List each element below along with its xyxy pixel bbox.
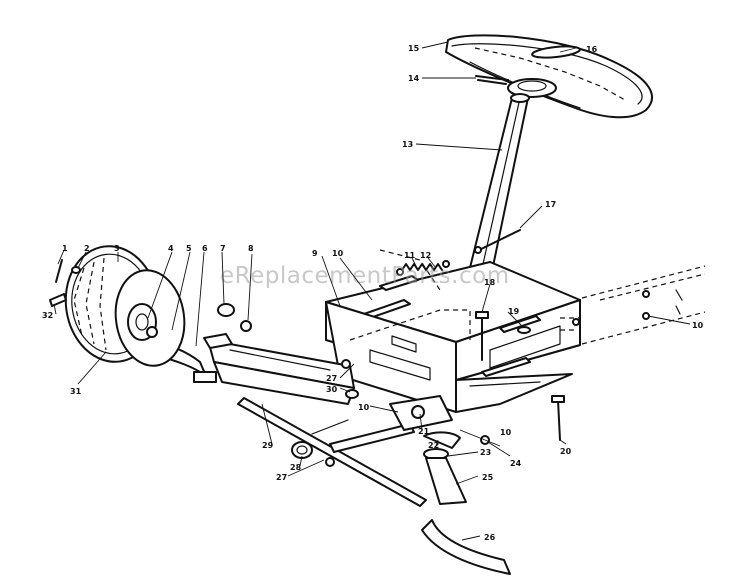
leader-lines (53, 41, 691, 541)
callout-19: 19 (508, 307, 520, 316)
bolt (475, 311, 531, 361)
callout-32: 32 (42, 311, 53, 320)
callout-labels: 15 16 14 13 17 9 10 11 12 18 19 10 20 1 … (42, 44, 704, 542)
callout-27-a: 27 (326, 374, 337, 383)
axle-hardware (49, 259, 81, 307)
pivot-arm (389, 395, 461, 449)
callout-13: 13 (402, 140, 413, 149)
mower-frame (560, 265, 706, 345)
washer (217, 303, 235, 317)
callout-15: 15 (408, 44, 420, 53)
callout-30: 30 (326, 385, 338, 394)
spring (396, 260, 450, 276)
callout-17: 17 (545, 200, 556, 209)
spindle-arm (421, 519, 511, 575)
callout-20: 20 (560, 447, 572, 456)
watermark-text: eReplacementParts.com (220, 263, 510, 289)
drag-link (237, 397, 427, 507)
callout-22: 22 (428, 441, 439, 450)
callout-31: 31 (70, 387, 82, 396)
callout-14: 14 (408, 74, 420, 83)
callout-25: 25 (482, 473, 494, 482)
callout-4: 4 (168, 244, 174, 253)
wheel-insert (475, 75, 509, 85)
callout-28: 28 (290, 463, 302, 472)
callout-21: 21 (418, 427, 430, 436)
callout-18: 18 (484, 278, 496, 287)
callout-10-b: 10 (692, 321, 704, 330)
callout-7: 7 (220, 244, 226, 253)
callout-2: 2 (84, 244, 90, 253)
callout-16: 16 (586, 45, 598, 54)
callout-3: 3 (114, 244, 120, 253)
callout-27-b: 27 (276, 473, 287, 482)
callout-11: 11 (404, 251, 416, 260)
callout-26: 26 (484, 533, 496, 542)
callout-29: 29 (262, 441, 274, 450)
right-spindle (421, 448, 511, 575)
callout-10-a: 10 (332, 249, 344, 258)
tie-rod (329, 423, 490, 453)
steering-wheel (445, 34, 653, 119)
nut (240, 320, 252, 332)
callout-23: 23 (480, 448, 491, 457)
callout-8: 8 (248, 244, 254, 253)
wheel-cap (531, 45, 581, 59)
callout-10-c: 10 (358, 403, 370, 412)
steering-bracket (325, 249, 581, 413)
callout-10-d: 10 (500, 428, 512, 437)
callout-12: 12 (420, 251, 431, 260)
front-wheel (64, 245, 186, 367)
callout-5: 5 (186, 244, 192, 253)
steering-rod (474, 229, 521, 253)
front-axle (207, 339, 355, 405)
callout-1: 1 (62, 244, 68, 253)
callout-24: 24 (510, 459, 522, 468)
callout-6: 6 (202, 244, 208, 253)
callout-9: 9 (312, 249, 318, 258)
steering-shaft (461, 93, 530, 301)
bottom-bolt (551, 395, 565, 441)
